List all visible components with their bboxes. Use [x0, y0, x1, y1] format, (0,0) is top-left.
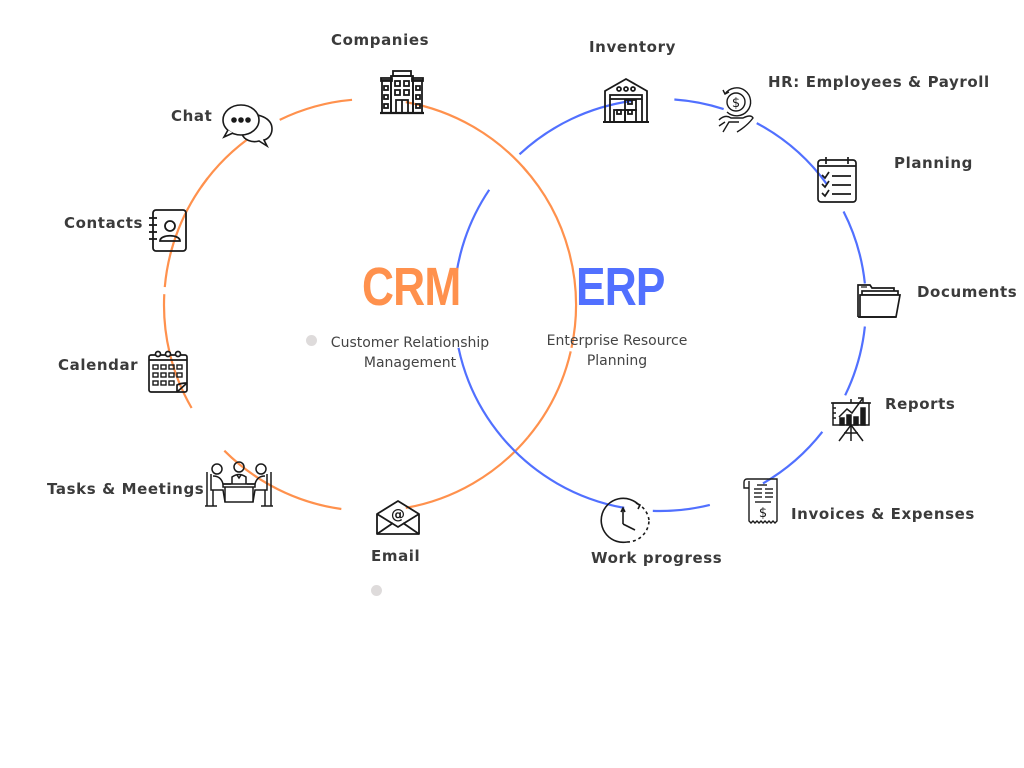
crm-item-companies-label: Companies	[331, 31, 430, 49]
receipt-icon: $	[741, 477, 779, 525]
crm-ring-arc	[405, 436, 529, 509]
erp-ring	[453, 98, 866, 513]
checklist-calendar-icon	[817, 156, 857, 203]
folder-icon	[856, 283, 902, 319]
crm-item-email-label: Email	[371, 547, 421, 565]
erp-item-documents-label: Documents	[917, 283, 1018, 301]
erp-ring-arc	[762, 431, 824, 485]
building-icon	[380, 70, 424, 115]
chart-presentation-icon	[830, 395, 872, 443]
erp-ring-arc	[518, 99, 632, 156]
crm-ring-arc	[223, 449, 342, 511]
erp-item-inventory-label: Inventory	[589, 38, 676, 56]
erp-item-hr-label: HR: Employees & Payroll	[768, 73, 990, 91]
svg-text:$: $	[732, 96, 740, 111]
erp-ring-arc	[756, 122, 828, 185]
erp-ring-arc	[844, 326, 866, 396]
crm-subtitle-line2: Management	[363, 355, 457, 371]
erp-subtitle-line1: Enterprise Resource	[546, 333, 688, 349]
erp-item-reports-label: Reports	[885, 395, 956, 413]
crm-item-calendar-label: Calendar	[58, 356, 139, 374]
erp-title: ERP	[576, 257, 665, 317]
erp-ring-arc	[674, 98, 724, 111]
crm-subtitle-line1: Customer Relationship	[330, 335, 490, 351]
email-envelope-icon: @	[375, 500, 421, 536]
crm-item-tasks-label: Tasks & Meetings	[47, 480, 205, 498]
erp-item-work-progress-label: Work progress	[591, 549, 723, 567]
meeting-table-icon	[205, 461, 273, 508]
erp-ring-arc	[842, 210, 866, 284]
svg-text:$: $	[759, 506, 767, 521]
erp-ring-arc	[457, 347, 504, 439]
crm-title: CRM	[362, 257, 461, 317]
erp-item-planning-label: Planning	[894, 154, 973, 172]
crm-ring-arc	[279, 98, 353, 121]
crm-subtitle: Customer Relationship Management	[325, 333, 495, 373]
svg-text:@: @	[391, 507, 405, 523]
decorative-dot	[371, 585, 382, 596]
crm-ring-arc	[526, 351, 572, 439]
erp-subtitle: Enterprise Resource Planning	[536, 331, 698, 371]
erp-item-invoices-label: Invoices & Expenses	[791, 505, 975, 523]
salary-hand-icon: $	[717, 86, 755, 134]
warehouse-icon	[603, 77, 649, 123]
clock-progress-icon	[600, 496, 651, 544]
calendar-icon	[148, 350, 188, 394]
decorative-dot	[306, 335, 317, 346]
crm-item-contacts-label: Contacts	[64, 214, 144, 232]
crm-item-chat-label: Chat	[171, 107, 213, 125]
crm-ring-arc	[163, 177, 209, 288]
crm-ring-arc	[522, 166, 578, 349]
address-book-icon	[148, 208, 188, 253]
erp-ring-arc	[453, 189, 491, 295]
crm-ring-arc	[405, 101, 529, 174]
erp-subtitle-line2: Planning	[586, 353, 648, 369]
chat-bubbles-icon	[222, 104, 274, 150]
erp-ring-arc	[652, 503, 711, 513]
